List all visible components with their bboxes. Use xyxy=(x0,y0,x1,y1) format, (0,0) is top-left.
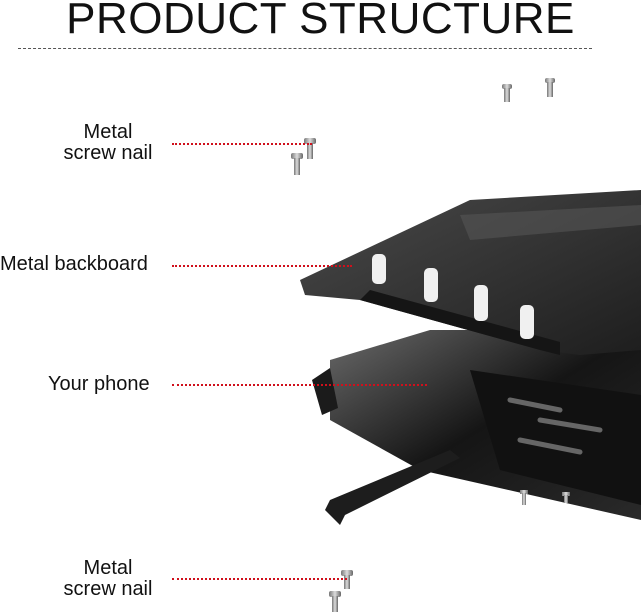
phone-image xyxy=(312,330,641,525)
screw-icon xyxy=(562,492,570,503)
title-divider xyxy=(18,48,592,49)
screw-icon xyxy=(545,78,555,97)
label-top-screw: Metal screw nail xyxy=(63,121,153,164)
screw-icon xyxy=(502,84,512,102)
page-title: PRODUCT STRUCTURE xyxy=(66,0,575,43)
leader-line-phone xyxy=(172,384,427,386)
screw-icon xyxy=(520,490,528,505)
label-backboard: Metal backboard xyxy=(0,253,148,275)
screw-icon xyxy=(341,570,353,589)
leader-line-bottom-screw xyxy=(172,578,347,580)
screw-icon xyxy=(291,153,303,175)
leader-line-top-screw xyxy=(172,143,312,145)
screw-icon xyxy=(304,138,316,159)
leader-line-backboard xyxy=(172,265,352,267)
label-bottom-screw: Metal screw nail xyxy=(63,557,153,600)
screw-icon xyxy=(329,591,341,612)
backboard-image xyxy=(300,190,641,355)
label-phone: Your phone xyxy=(48,373,150,395)
